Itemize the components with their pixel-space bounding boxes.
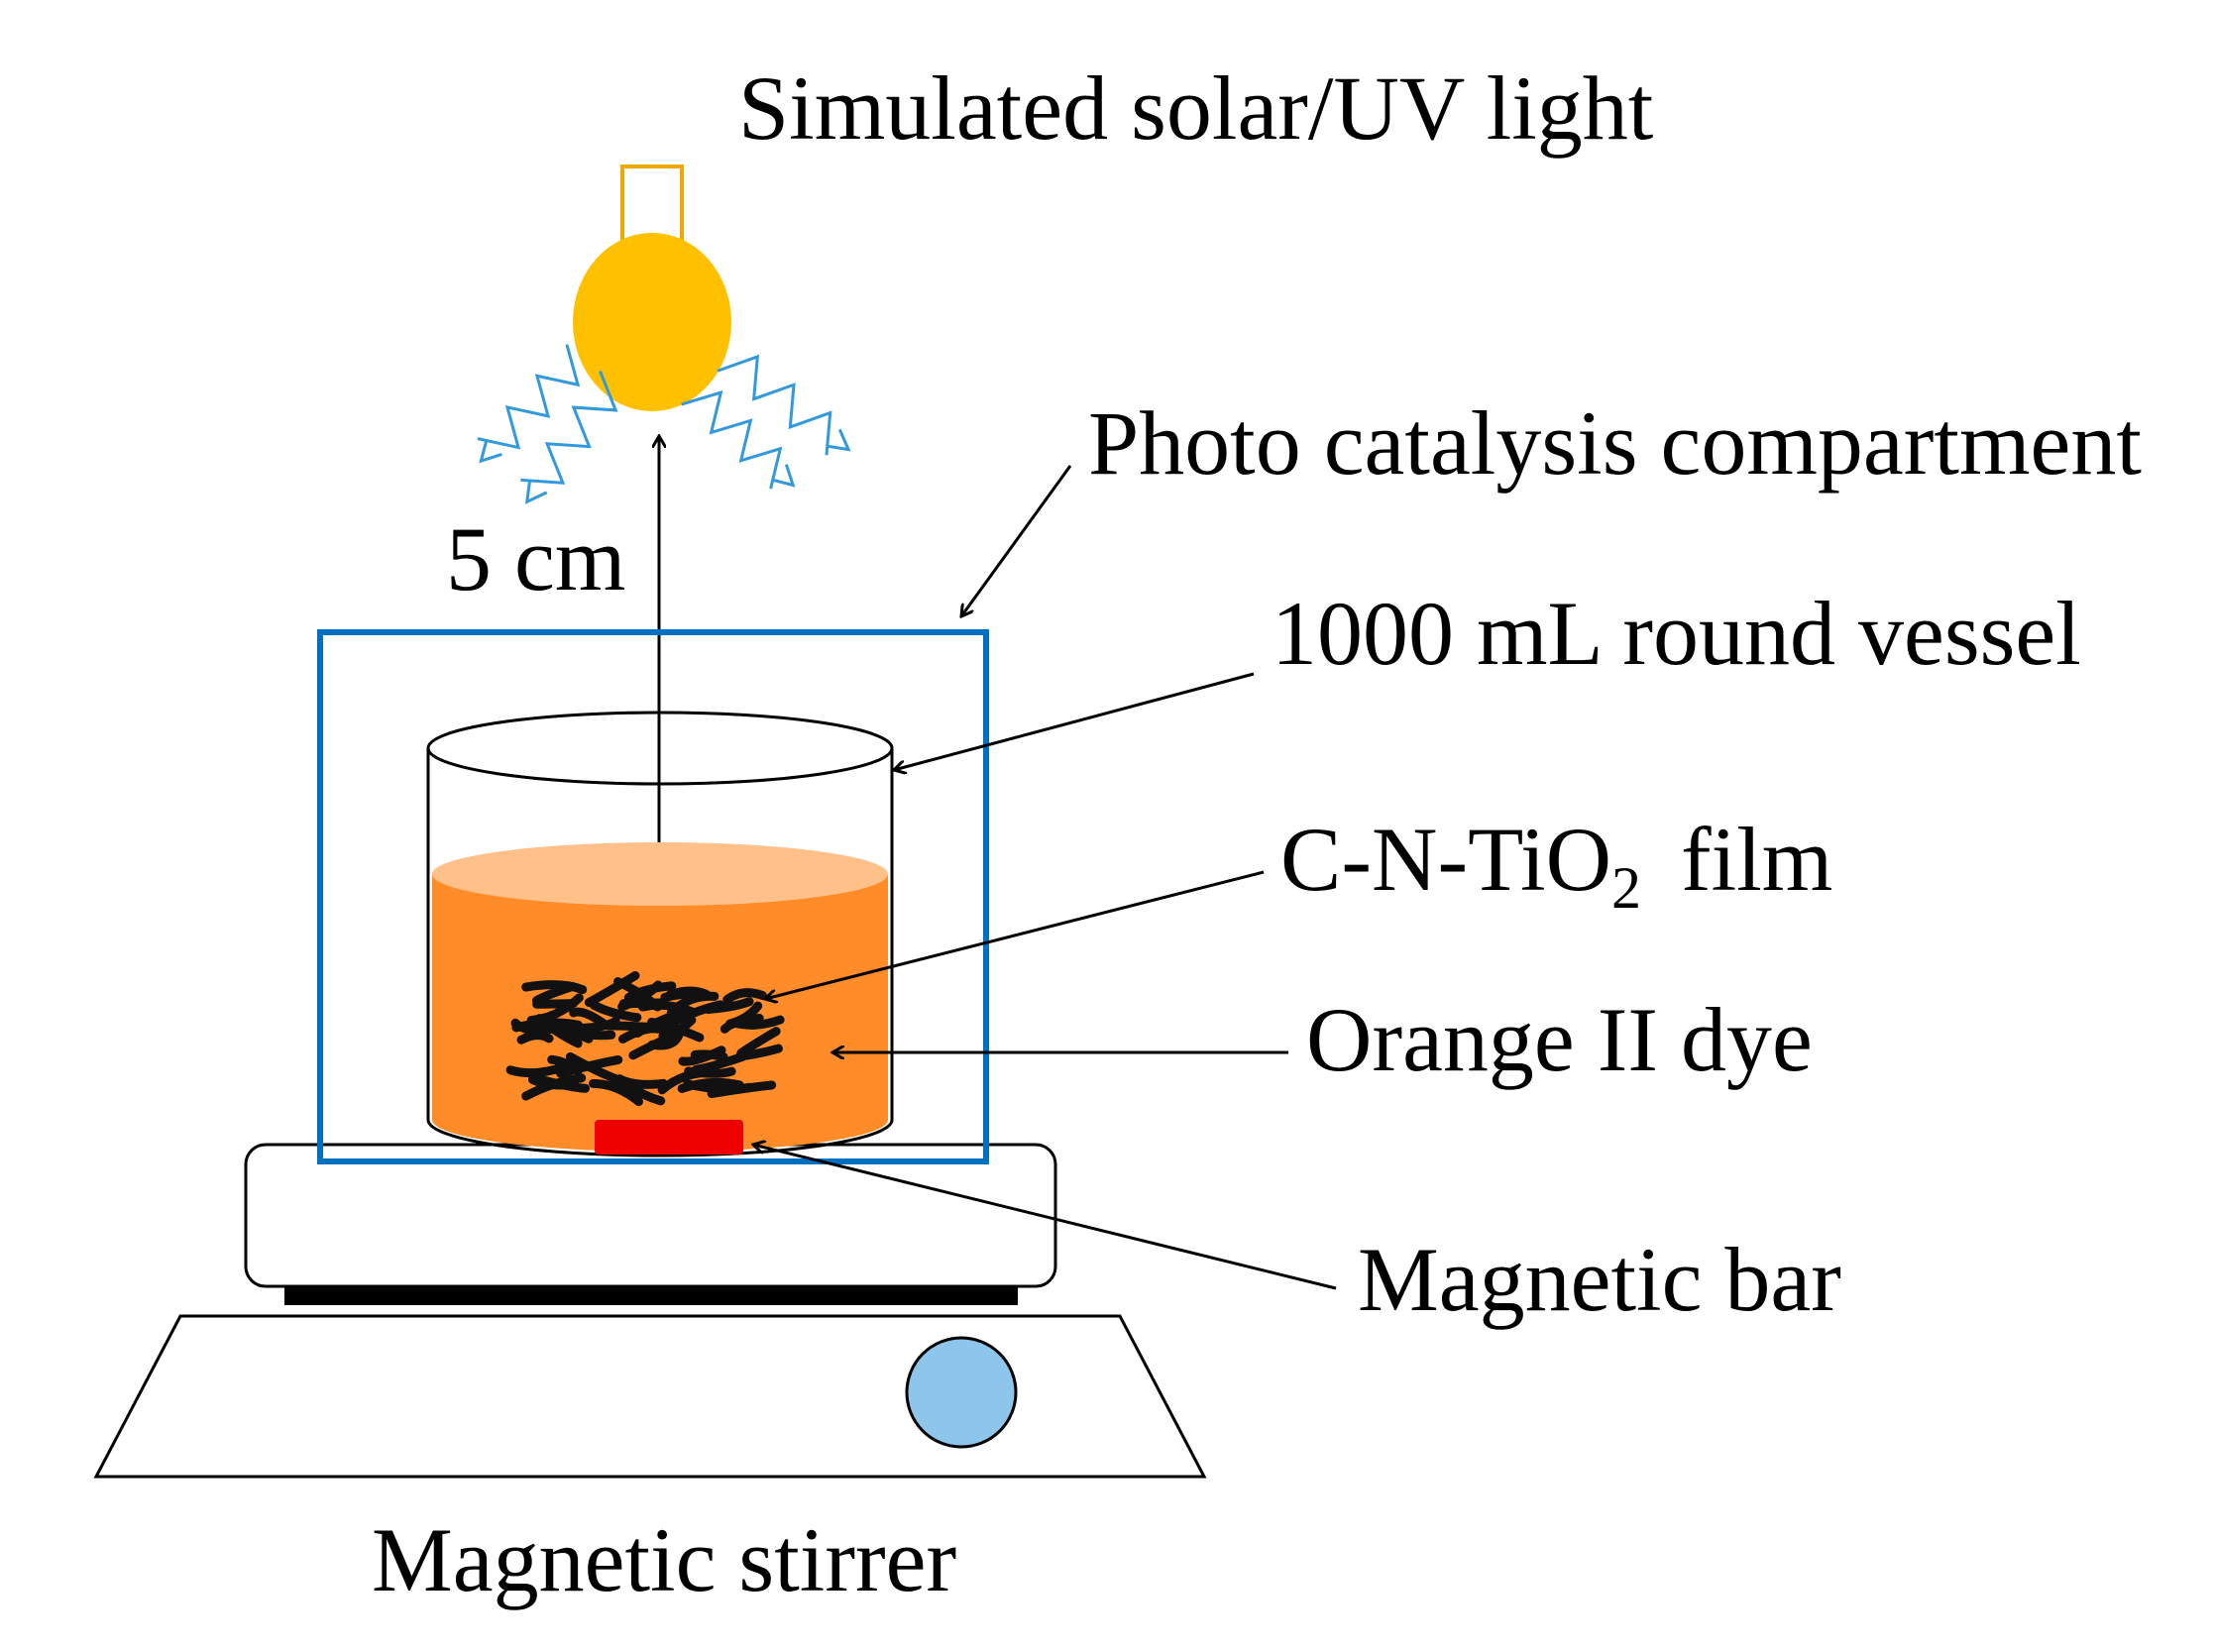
stirrer-base: [93, 1314, 1207, 1479]
film-strand: [556, 1054, 623, 1078]
film-label-subscript: 2: [1611, 855, 1641, 921]
film-strand: [623, 981, 677, 1003]
film-strand: [516, 1031, 554, 1045]
stirrer-label: Magnetic stirrer: [372, 1509, 956, 1610]
vessel-label: 1000 mL round vessel: [1272, 583, 2081, 684]
film-strand: [505, 1062, 569, 1078]
film-strand: [707, 1080, 777, 1099]
orange-dye-liquid: [432, 874, 888, 1152]
film-strand: [588, 1078, 644, 1107]
film-strand: [578, 1016, 620, 1033]
film-strand: [637, 1000, 698, 1017]
light-ray-left-upper: [477, 344, 581, 450]
film-strand: [536, 1075, 591, 1093]
film-strand: [547, 1054, 583, 1076]
film-strand: [603, 1021, 672, 1034]
lamp-socket: [620, 165, 684, 243]
film-label-suffix: film: [1681, 809, 1832, 910]
dye-surface: [432, 842, 888, 906]
vessel-rim: [426, 711, 894, 786]
ray-arrowhead: [479, 439, 502, 464]
compartment-arrow: [961, 465, 1072, 616]
film-strand: [584, 970, 640, 1008]
film-label: C-N-TiO2 film: [1280, 809, 1832, 921]
light-source-label: Simulated solar/UV light: [738, 57, 1654, 159]
dye-label: Orange II dye: [1306, 989, 1813, 1090]
photocatalysis-compartment-box: [317, 629, 989, 1164]
film-label-main: C-N-TiO: [1280, 809, 1611, 910]
film-strand: [534, 1014, 594, 1044]
film-strand: [677, 1077, 744, 1093]
light-bulb-icon: [573, 233, 731, 411]
film-strand: [521, 980, 588, 995]
tio2-film: [505, 970, 785, 1107]
ray-arrowhead: [524, 480, 548, 504]
film-strand: [703, 997, 754, 1015]
lamp: [573, 165, 731, 411]
vessel-arrow: [894, 672, 1255, 770]
light-rays: [477, 344, 851, 504]
compartment-label: Photo catalysis compartment: [1088, 392, 2142, 494]
film-strand: [569, 1007, 609, 1029]
film-strand: [735, 1044, 783, 1061]
film-strand: [532, 981, 577, 1006]
ray-arrowhead: [827, 428, 851, 452]
film-strand: [660, 989, 701, 1002]
magnetic-bar-label: Magnetic bar: [1358, 1229, 1841, 1330]
film-strand: [658, 1015, 697, 1041]
ray-arrowhead: [771, 464, 796, 488]
magnetic-bar: [595, 1120, 743, 1155]
film-strand: [720, 1013, 764, 1034]
light-ray-left-lower: [520, 370, 618, 485]
control-knob-icon[interactable]: [905, 1336, 1018, 1449]
film-strand: [646, 1017, 705, 1043]
light-ray-right-upper: [717, 354, 832, 456]
film-strand: [589, 1000, 642, 1023]
film-strand: [678, 1046, 726, 1066]
distance-label: 5 cm: [446, 508, 625, 609]
magnetic-bar-arrow: [753, 1145, 1337, 1290]
light-ray-right-lower: [681, 389, 783, 490]
film-strand: [722, 988, 767, 1005]
film-arrow: [765, 870, 1265, 999]
heating-plate-strip: [284, 1283, 1018, 1305]
stirrer-top-plate: [244, 1143, 1057, 1288]
film-strand: [618, 1077, 666, 1106]
